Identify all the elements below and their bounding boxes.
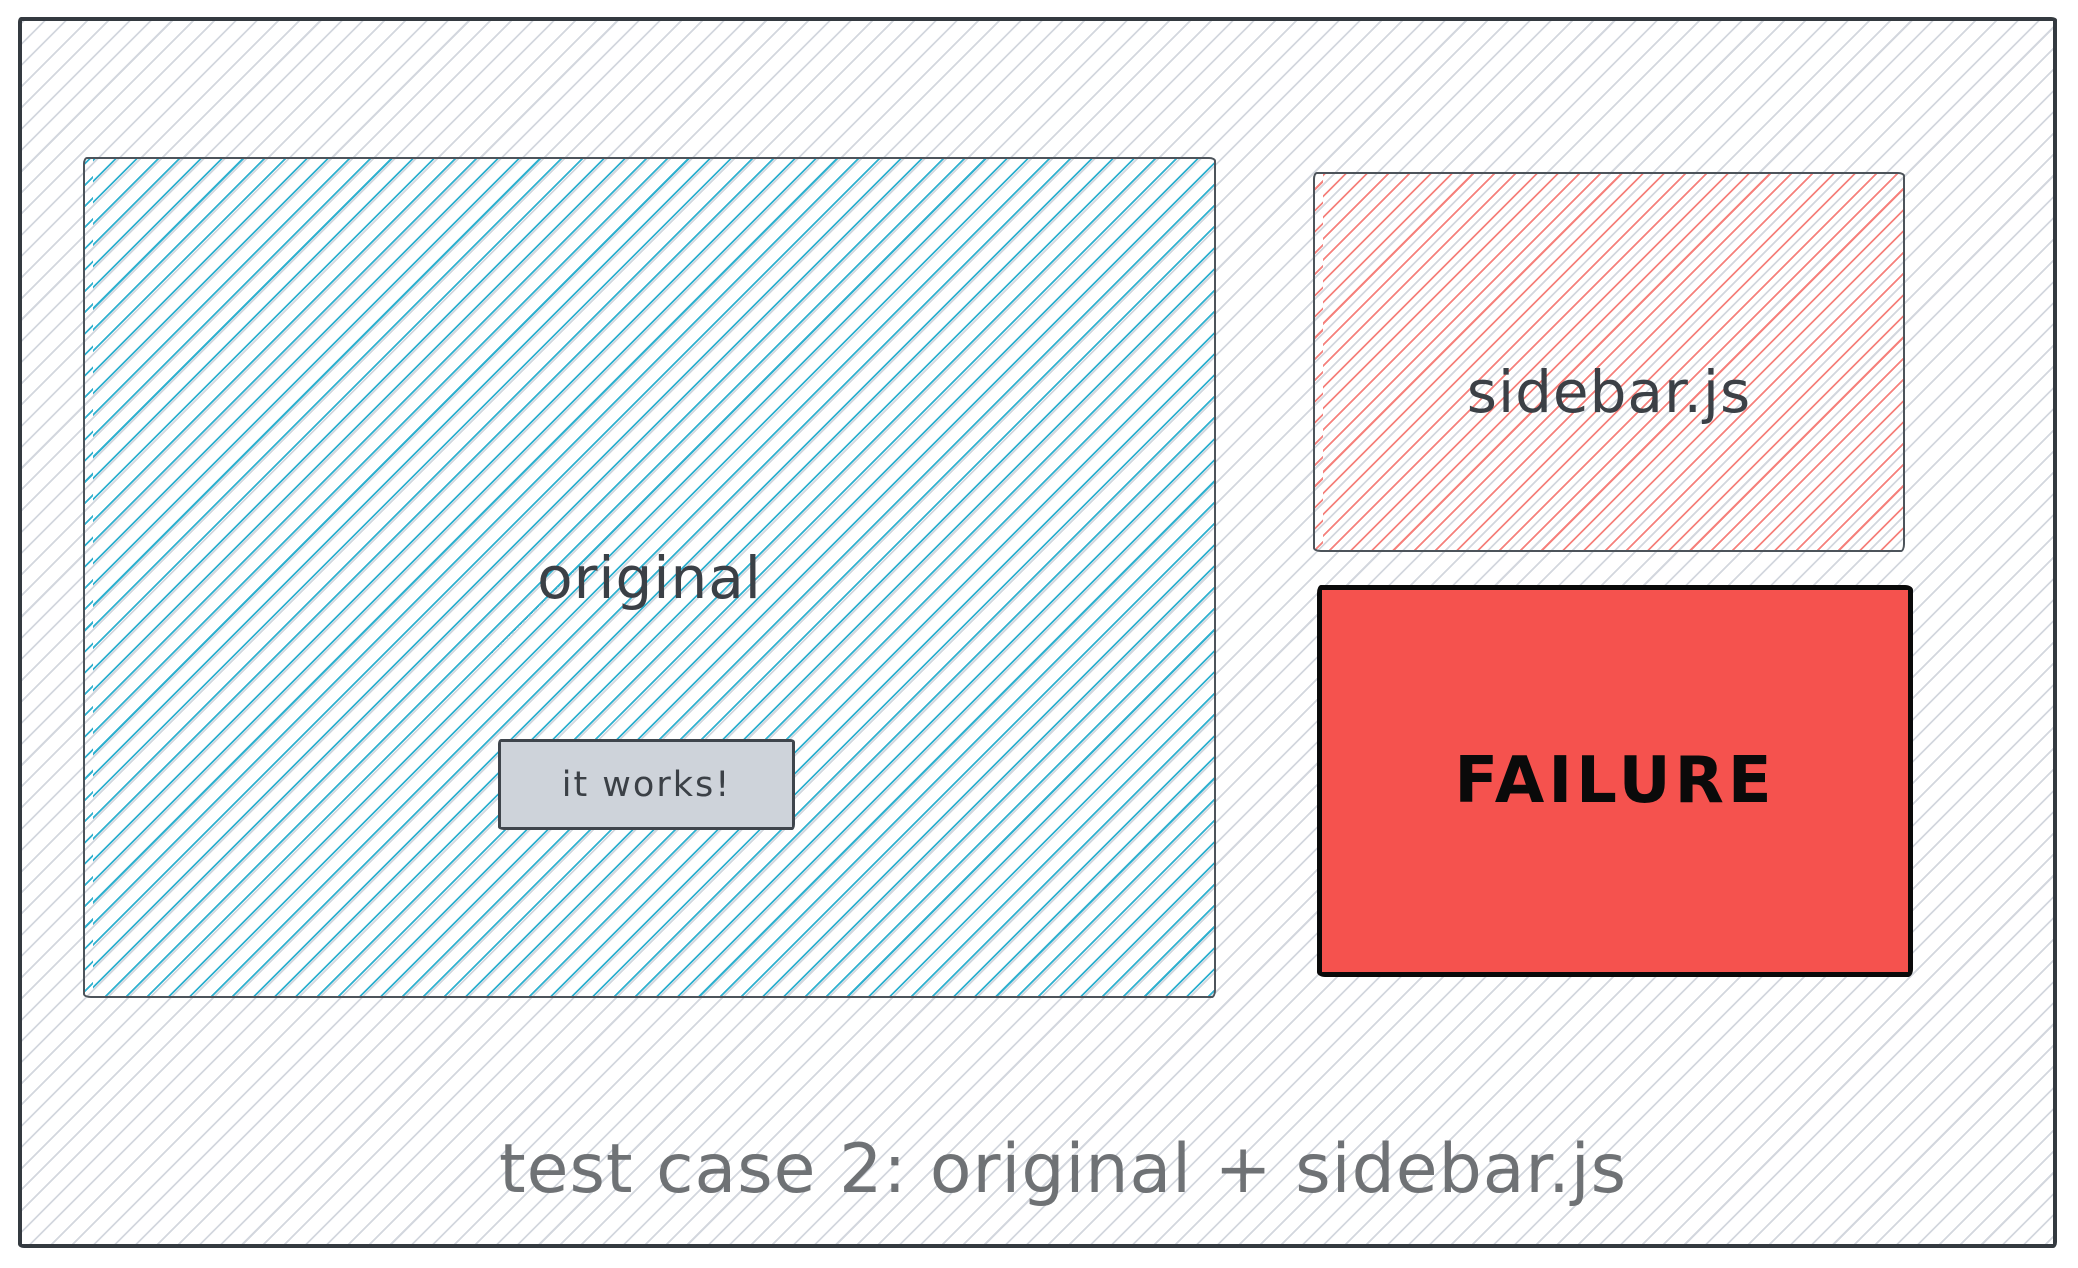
sidebar-label: sidebar.js — [1466, 358, 1752, 426]
caption: test case 2: original + sidebar.js — [498, 1130, 1628, 1209]
failure-box: FAILURE — [1317, 585, 1913, 977]
sidebar-box: sidebar.js — [1313, 172, 1905, 552]
it-works-box: it works! — [498, 739, 795, 830]
it-works-label: it works! — [561, 764, 732, 805]
failure-label: FAILURE — [1454, 744, 1776, 818]
original-label: original — [537, 543, 762, 612]
original-box: original it works! — [83, 157, 1216, 998]
